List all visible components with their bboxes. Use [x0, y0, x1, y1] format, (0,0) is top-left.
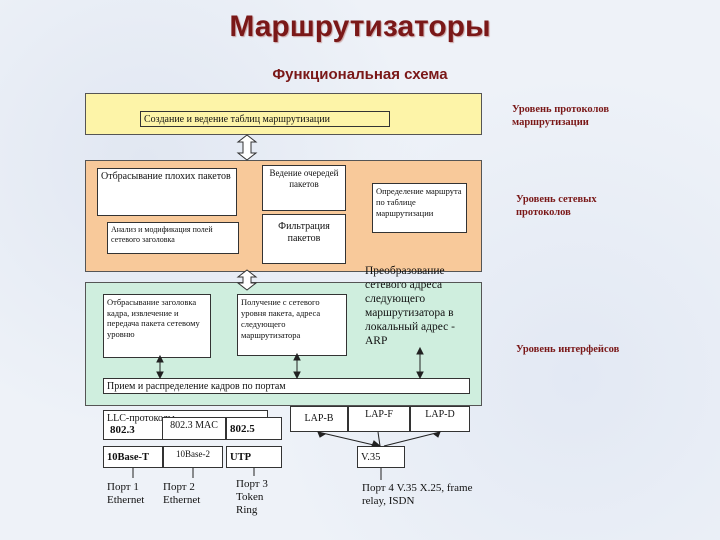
analyze-header-box: Анализ и модификация полей сетевого заго… [107, 222, 239, 254]
drop-bad-packets-label: Отбрасывание плохих пакетов [101, 171, 231, 182]
port-1-label: Порт 1 Ethernet [107, 481, 145, 506]
arrow-head-icon [317, 431, 327, 438]
route-lookup-label: Определение маршрута по таблице маршрути… [376, 186, 462, 218]
level-network-label: Уровень сетевых протоколов [516, 194, 597, 218]
lapf-box: LAP-F [348, 406, 410, 432]
lapd-box: LAP-D [410, 406, 470, 432]
base-t2-label: 10Base-2 [176, 449, 210, 459]
lapd-label: LAP-D [425, 409, 455, 420]
llc-label: LLC-протоколы [107, 413, 175, 424]
arrow-head-icon [293, 352, 301, 361]
routing-tables-box: Создание и ведение таблиц маршрутизации [140, 111, 390, 127]
mac8023-box: 802.3 MAC [162, 417, 226, 440]
frame-io-box: Прием и распределение кадров по портам [103, 378, 470, 394]
arp-box: Преобразование сетевого адреса следующег… [362, 262, 472, 350]
port-4-label: Порт 4 V.35 X.25, frame relay, ISDN [362, 482, 473, 507]
arrow-head-icon [416, 371, 424, 380]
filter-box: Фильтрация пакетов [262, 214, 346, 264]
arrow-line [383, 431, 441, 447]
frame-io-label: Прием и распределение кадров по портам [107, 381, 286, 392]
page-subtitle: Функциональная схема [272, 66, 448, 83]
route-lookup-box: Определение маршрута по таблице маршрути… [372, 183, 467, 233]
routing-protocols-zone [85, 93, 482, 135]
arrow-line [377, 431, 381, 447]
arrow-line [317, 431, 379, 447]
lapb-box: LAP-B [290, 406, 348, 432]
p8023-label: 802.3 [110, 424, 135, 436]
mac8023-label: 802.3 MAC [170, 420, 218, 431]
p8025-label: 802.5 [230, 423, 255, 435]
get-address-box: Получение с сетевого уровня пакета, адре… [237, 294, 347, 356]
arrow-head-icon [293, 371, 301, 380]
arrow-head-icon [432, 431, 441, 438]
lapb-label: LAP-B [304, 413, 334, 424]
level-routing-label: Уровень протоколов маршрутизации [512, 104, 610, 128]
arrow-head-icon [156, 371, 164, 380]
base-t2-box: 10Base-2 [163, 446, 223, 468]
queues-label: Ведение очередей пакетов [269, 168, 339, 189]
arp-label: Преобразование сетевого адреса следующег… [365, 265, 455, 347]
arrow-head-icon [156, 354, 164, 363]
arrow-head-icon [371, 440, 382, 447]
queues-box: Ведение очередей пакетов [262, 165, 346, 211]
drop-bad-packets-box: Отбрасывание плохих пакетов [97, 168, 237, 216]
get-address-label: Получение с сетевого уровня пакета, адре… [241, 297, 321, 340]
utp-box: UTP [226, 446, 282, 468]
filter-label: Фильтрация пакетов [278, 221, 330, 244]
p8025-box: 802.5 [226, 417, 282, 440]
v35-label: V.35 [361, 452, 381, 463]
analyze-header-label: Анализ и модификация полей сетевого заго… [111, 225, 213, 244]
routing-tables-label: Создание и ведение таблиц маршрутизации [144, 114, 330, 125]
base-t1-label: 10Base-T [107, 452, 149, 463]
port-2-label: Порт 2 Ethernet [163, 481, 201, 506]
strip-header-label: Отбрасывание заголовка кадра, извлечение… [107, 297, 200, 339]
base-t1-box: 10Base-T [103, 446, 163, 468]
strip-header-box: Отбрасывание заголовка кадра, извлечение… [103, 294, 211, 358]
utp-label: UTP [230, 452, 251, 463]
arrow-head-icon [416, 346, 424, 355]
lapf-label: LAP-F [365, 409, 393, 420]
level-interfaces-label: Уровень интерфейсов [516, 344, 620, 355]
double-arrow-icon [236, 134, 258, 291]
port-3-label: Порт 3 Token Ring [236, 478, 268, 516]
page-title: Маршрутизаторы [229, 10, 491, 43]
